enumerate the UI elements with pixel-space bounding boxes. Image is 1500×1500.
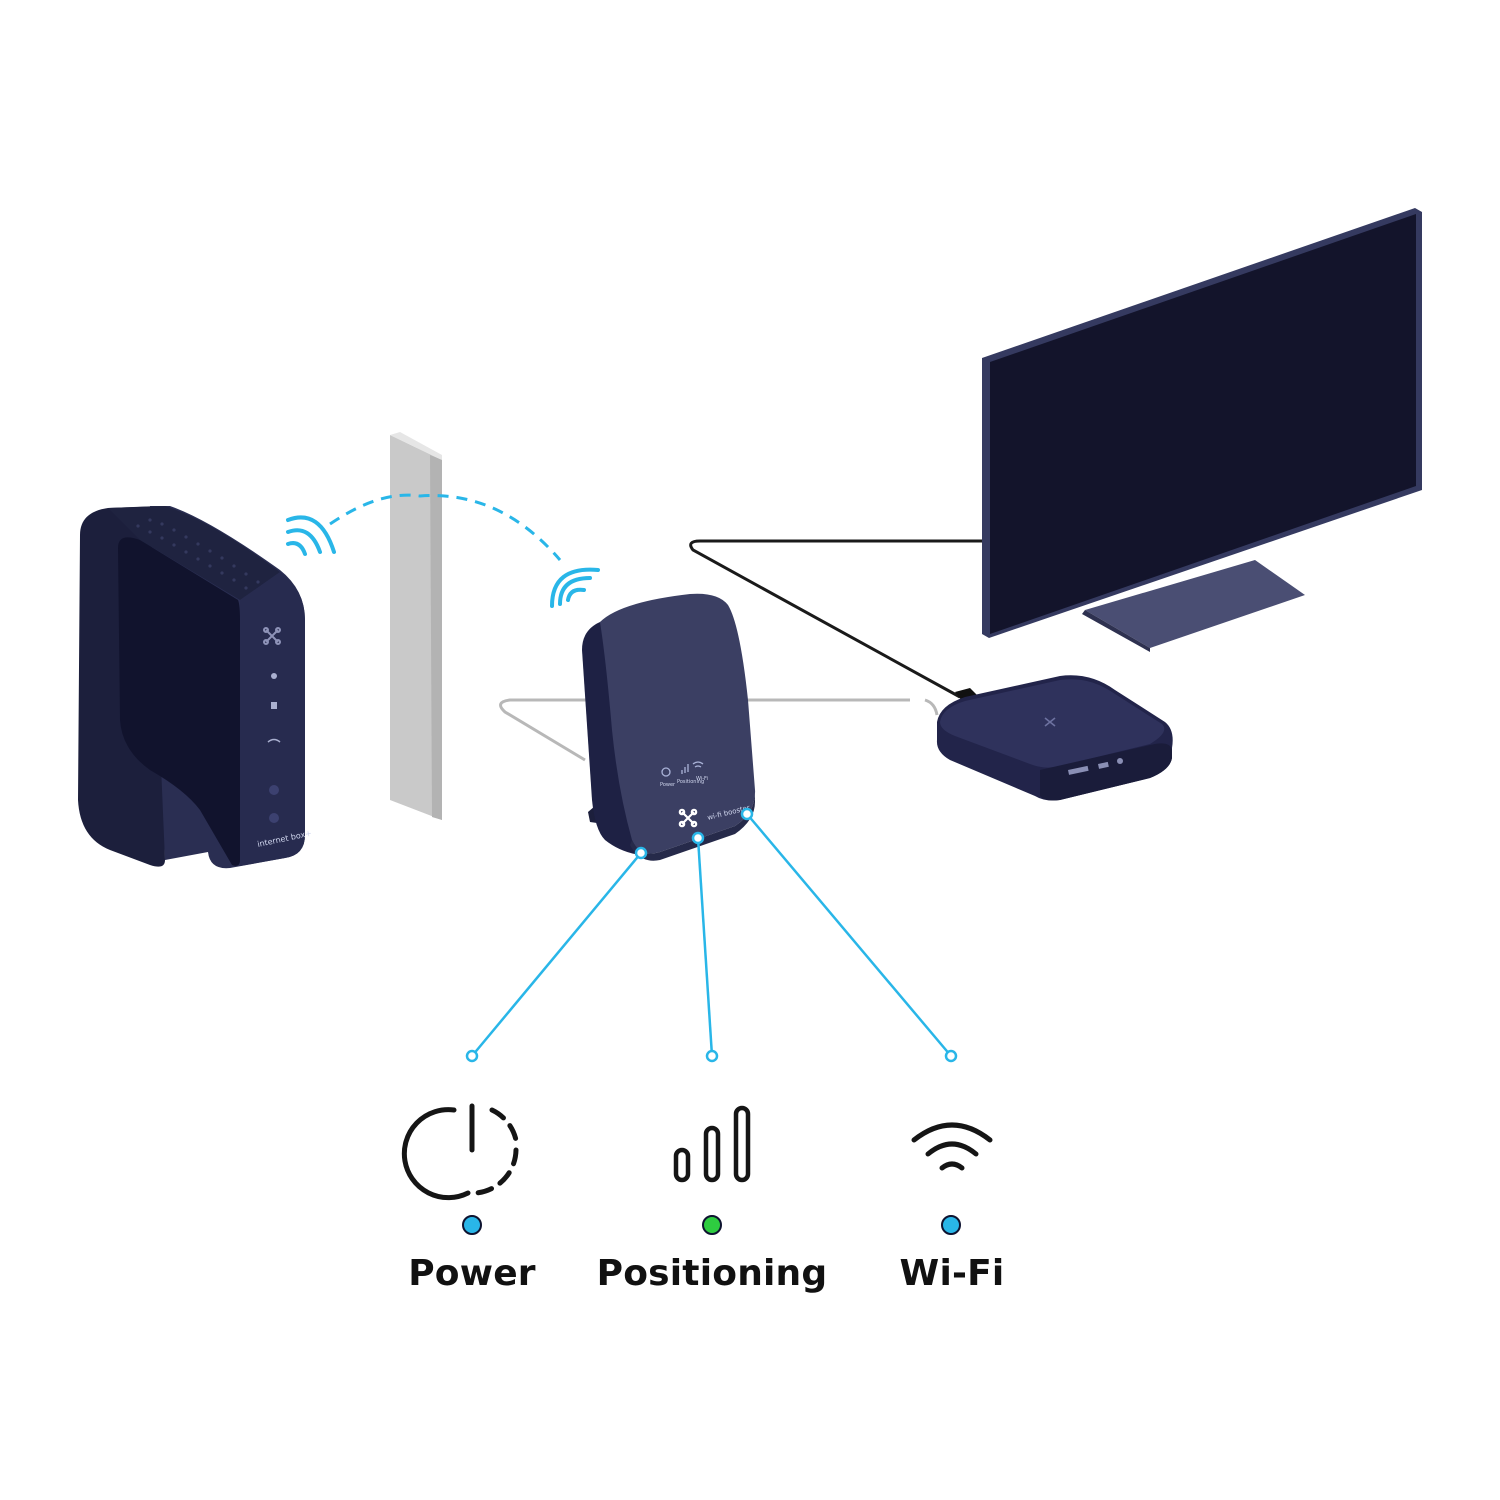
power-status-dot: [462, 1215, 482, 1235]
brand-logo-icon: [1044, 717, 1056, 727]
television: [982, 208, 1422, 652]
repeater-led-label-power: Power: [660, 782, 676, 788]
wifi-link-line: [329, 493, 562, 561]
wifi-icon: [911, 1122, 993, 1171]
wifi-label: Wi-Fi: [899, 1253, 1005, 1294]
wifi-waves-icon: [550, 567, 600, 608]
callout-lines: [471, 813, 952, 1057]
power-icon: [401, 1103, 519, 1201]
hdmi-cable: [689, 539, 982, 699]
brand-logo-icon: [678, 808, 698, 828]
positioning-label: Positioning: [596, 1253, 828, 1294]
repeater-led-label-positioning: Positioning: [677, 779, 704, 785]
brand-logo-icon: [263, 627, 281, 645]
callout-anchors: [465, 807, 958, 1063]
wifi-waves-icon: [286, 515, 336, 556]
positioning-status-dot: [702, 1215, 722, 1235]
repeater-led-label-wifi: Wi-Fi: [696, 776, 708, 782]
wifi-status-dot: [941, 1215, 961, 1235]
power-label: Power: [408, 1253, 536, 1294]
repeater-led-icons: [661, 761, 704, 777]
tv-box: [936, 675, 1173, 801]
wall: [390, 432, 442, 820]
internet-box: internet box+: [78, 506, 313, 869]
signal-bars-icon: [673, 1105, 751, 1183]
wifi-repeater: Power Positioning Wi-Fi wi-fi booster: [582, 593, 756, 861]
box-led-indicators: [267, 673, 281, 823]
power-cable: [499, 698, 939, 762]
